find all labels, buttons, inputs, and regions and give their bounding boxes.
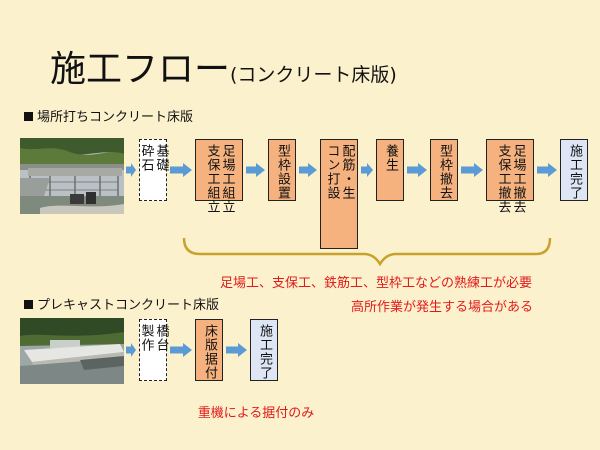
flow-step-label: 施工完了 <box>257 324 272 380</box>
flow-step-label: 配筋・生 <box>339 144 355 200</box>
flow-step-label: 足場工撤去 <box>510 144 526 214</box>
flow-step-scaffold: 足場工組立支保工組立 <box>195 139 243 214</box>
bullet-square-icon <box>24 112 33 121</box>
flow-step-label: 施工完了 <box>567 144 582 200</box>
note-skilled-workers: 足場工、支保工、鉄筋工、型枠工などの熟練工が必要 <box>219 276 533 291</box>
section-precast: プレキャストコンクリート床版 <box>24 294 219 313</box>
flow-step-form-remove: 型枠撤去 <box>430 139 458 201</box>
section-label: プレキャストコンクリート床版 <box>37 298 220 313</box>
note-height-work: 高所作業が発生する場合がある <box>350 300 534 315</box>
flow-step-label: 型枠設置 <box>275 144 290 200</box>
flow-step-label: 養生 <box>383 144 398 172</box>
flow-step-label: 砕石 <box>138 144 154 172</box>
bridge-construction-photo <box>20 138 124 214</box>
flow-step-slab-install: 床版据付 <box>195 319 223 381</box>
note-crane-only: 重機による据付のみ <box>197 406 315 421</box>
flow-arrow-icon <box>537 163 557 177</box>
flow-arrow-icon <box>126 163 136 177</box>
slide-title: 施工フロー(コンクリート床版) <box>50 40 397 92</box>
flow-step-label: 支保工撤去 <box>495 144 511 214</box>
flow-step-bridge-pier: 橋台製作 <box>138 319 169 381</box>
flow-arrow-icon <box>246 163 265 177</box>
flow-step-label: 基礎 <box>153 144 169 172</box>
brace-line <box>182 237 552 267</box>
flow-step-label: 足場工組立 <box>219 144 235 214</box>
flow-arrow-icon <box>299 163 317 177</box>
flow-step-form-set: 型枠設置 <box>268 139 296 201</box>
flow-step-complete: 施工完了 <box>560 139 588 201</box>
section-label: 場所打ちコンクリート床版 <box>37 110 194 125</box>
flow-step-label: 床版据付 <box>202 324 217 380</box>
precast-slab-photo <box>20 318 124 384</box>
flow-step-label: 支保工組立 <box>204 144 220 214</box>
flow-arrow-icon <box>461 163 483 177</box>
flow-arrow-icon <box>361 163 373 177</box>
flow-arrow-icon <box>170 163 192 177</box>
flow-step-scaffold-remove: 足場工撤去支保工撤去 <box>486 139 534 214</box>
title-sub: (コンクリート床版) <box>230 64 397 86</box>
flow-step-label: 製作 <box>138 324 154 352</box>
bullet-square-icon <box>24 300 33 309</box>
flow-step-base: 基礎砕石 <box>138 139 169 201</box>
flow-arrow-icon <box>126 343 136 357</box>
flow-step-complete: 施工完了 <box>250 319 278 381</box>
flow-step-label: 橋台 <box>153 324 169 352</box>
flow-step-label: コン打設 <box>324 144 340 200</box>
section-cast-in-place: 場所打ちコンクリート床版 <box>24 106 193 125</box>
flow-arrow-icon <box>226 343 247 357</box>
flow-step-rebar-concrete: 配筋・生コン打設 <box>320 139 358 249</box>
flow-step-label: 型枠撤去 <box>437 144 452 200</box>
flow-step-curing: 養生 <box>376 139 404 201</box>
flow-arrow-icon <box>407 163 427 177</box>
title-main: 施工フロー <box>50 49 231 90</box>
flow-arrow-icon <box>170 343 192 357</box>
